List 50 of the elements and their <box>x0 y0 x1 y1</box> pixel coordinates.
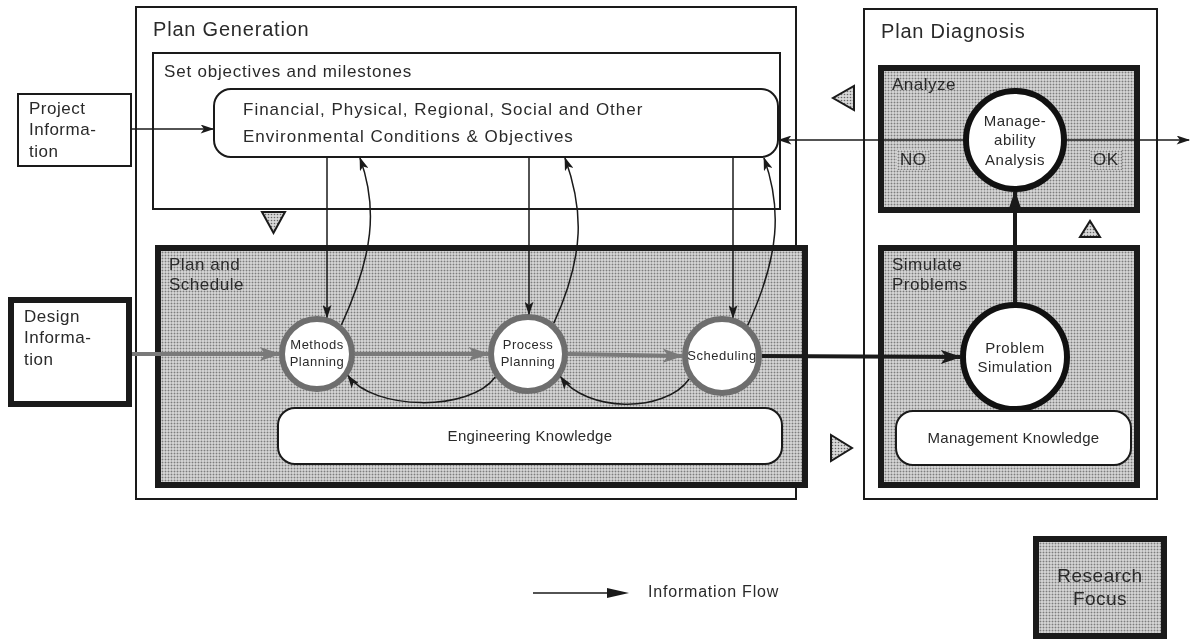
node-label: Methods Planning <box>289 337 345 371</box>
process-circle <box>682 316 762 396</box>
arrow <box>567 348 684 363</box>
arrow <box>728 157 738 319</box>
node-label: Process Planning <box>500 337 556 371</box>
process-circle <box>960 302 1070 412</box>
arrow <box>132 347 281 361</box>
arrow <box>322 157 332 319</box>
group-frame <box>152 52 781 210</box>
group-frame <box>863 8 1158 500</box>
node-label: Analyze <box>892 75 957 95</box>
node-label: Plan Diagnosis <box>881 20 1027 43</box>
shaded-group-box <box>878 245 1140 488</box>
curved-arrow <box>746 156 776 327</box>
node-label: Engineering Knowledge <box>447 426 613 446</box>
node-label: Design Informa- tion <box>24 306 93 370</box>
arrow <box>355 347 490 361</box>
input-box <box>8 297 132 407</box>
shaded-group-box <box>878 65 1140 213</box>
arrow <box>131 124 215 134</box>
process-circle <box>279 316 355 392</box>
node-label: Project Informa- tion <box>29 98 98 162</box>
node-label: Manage- ability Analysis <box>982 110 1048 170</box>
node-label: Plan Generation <box>153 18 311 41</box>
curved-arrow <box>560 376 690 405</box>
node-label: Scheduling <box>687 347 757 365</box>
arrow <box>524 157 534 316</box>
node-label: Simulate Problems <box>892 255 969 295</box>
node-label: Management Knowledge <box>927 428 1100 448</box>
rounded-box <box>213 88 779 158</box>
rounded-box <box>277 407 783 465</box>
input-box <box>17 93 132 167</box>
arrow <box>1066 135 1191 145</box>
edge-label: NO <box>897 150 930 170</box>
arrow <box>1008 190 1022 302</box>
node-label: Set objectives and milestones <box>164 62 414 82</box>
edge-label: OK <box>1090 150 1122 170</box>
curved-arrow <box>347 375 496 404</box>
rounded-box <box>895 410 1132 466</box>
node-label: Plan and Schedule <box>169 255 245 295</box>
arrow <box>762 349 962 364</box>
node-label: Financial, Physical, Regional, Social and Other Environmental Conditions & Objectives <box>243 98 645 148</box>
node-label: Problem Simulation <box>976 337 1054 377</box>
curved-arrow <box>552 156 579 325</box>
curved-arrow <box>340 156 372 326</box>
process-circle <box>488 314 568 394</box>
process-circle <box>963 88 1067 192</box>
legend-label: Information Flow <box>648 583 780 601</box>
legend-label: Research Focus <box>1056 564 1144 611</box>
shaded-group-box <box>155 245 808 488</box>
